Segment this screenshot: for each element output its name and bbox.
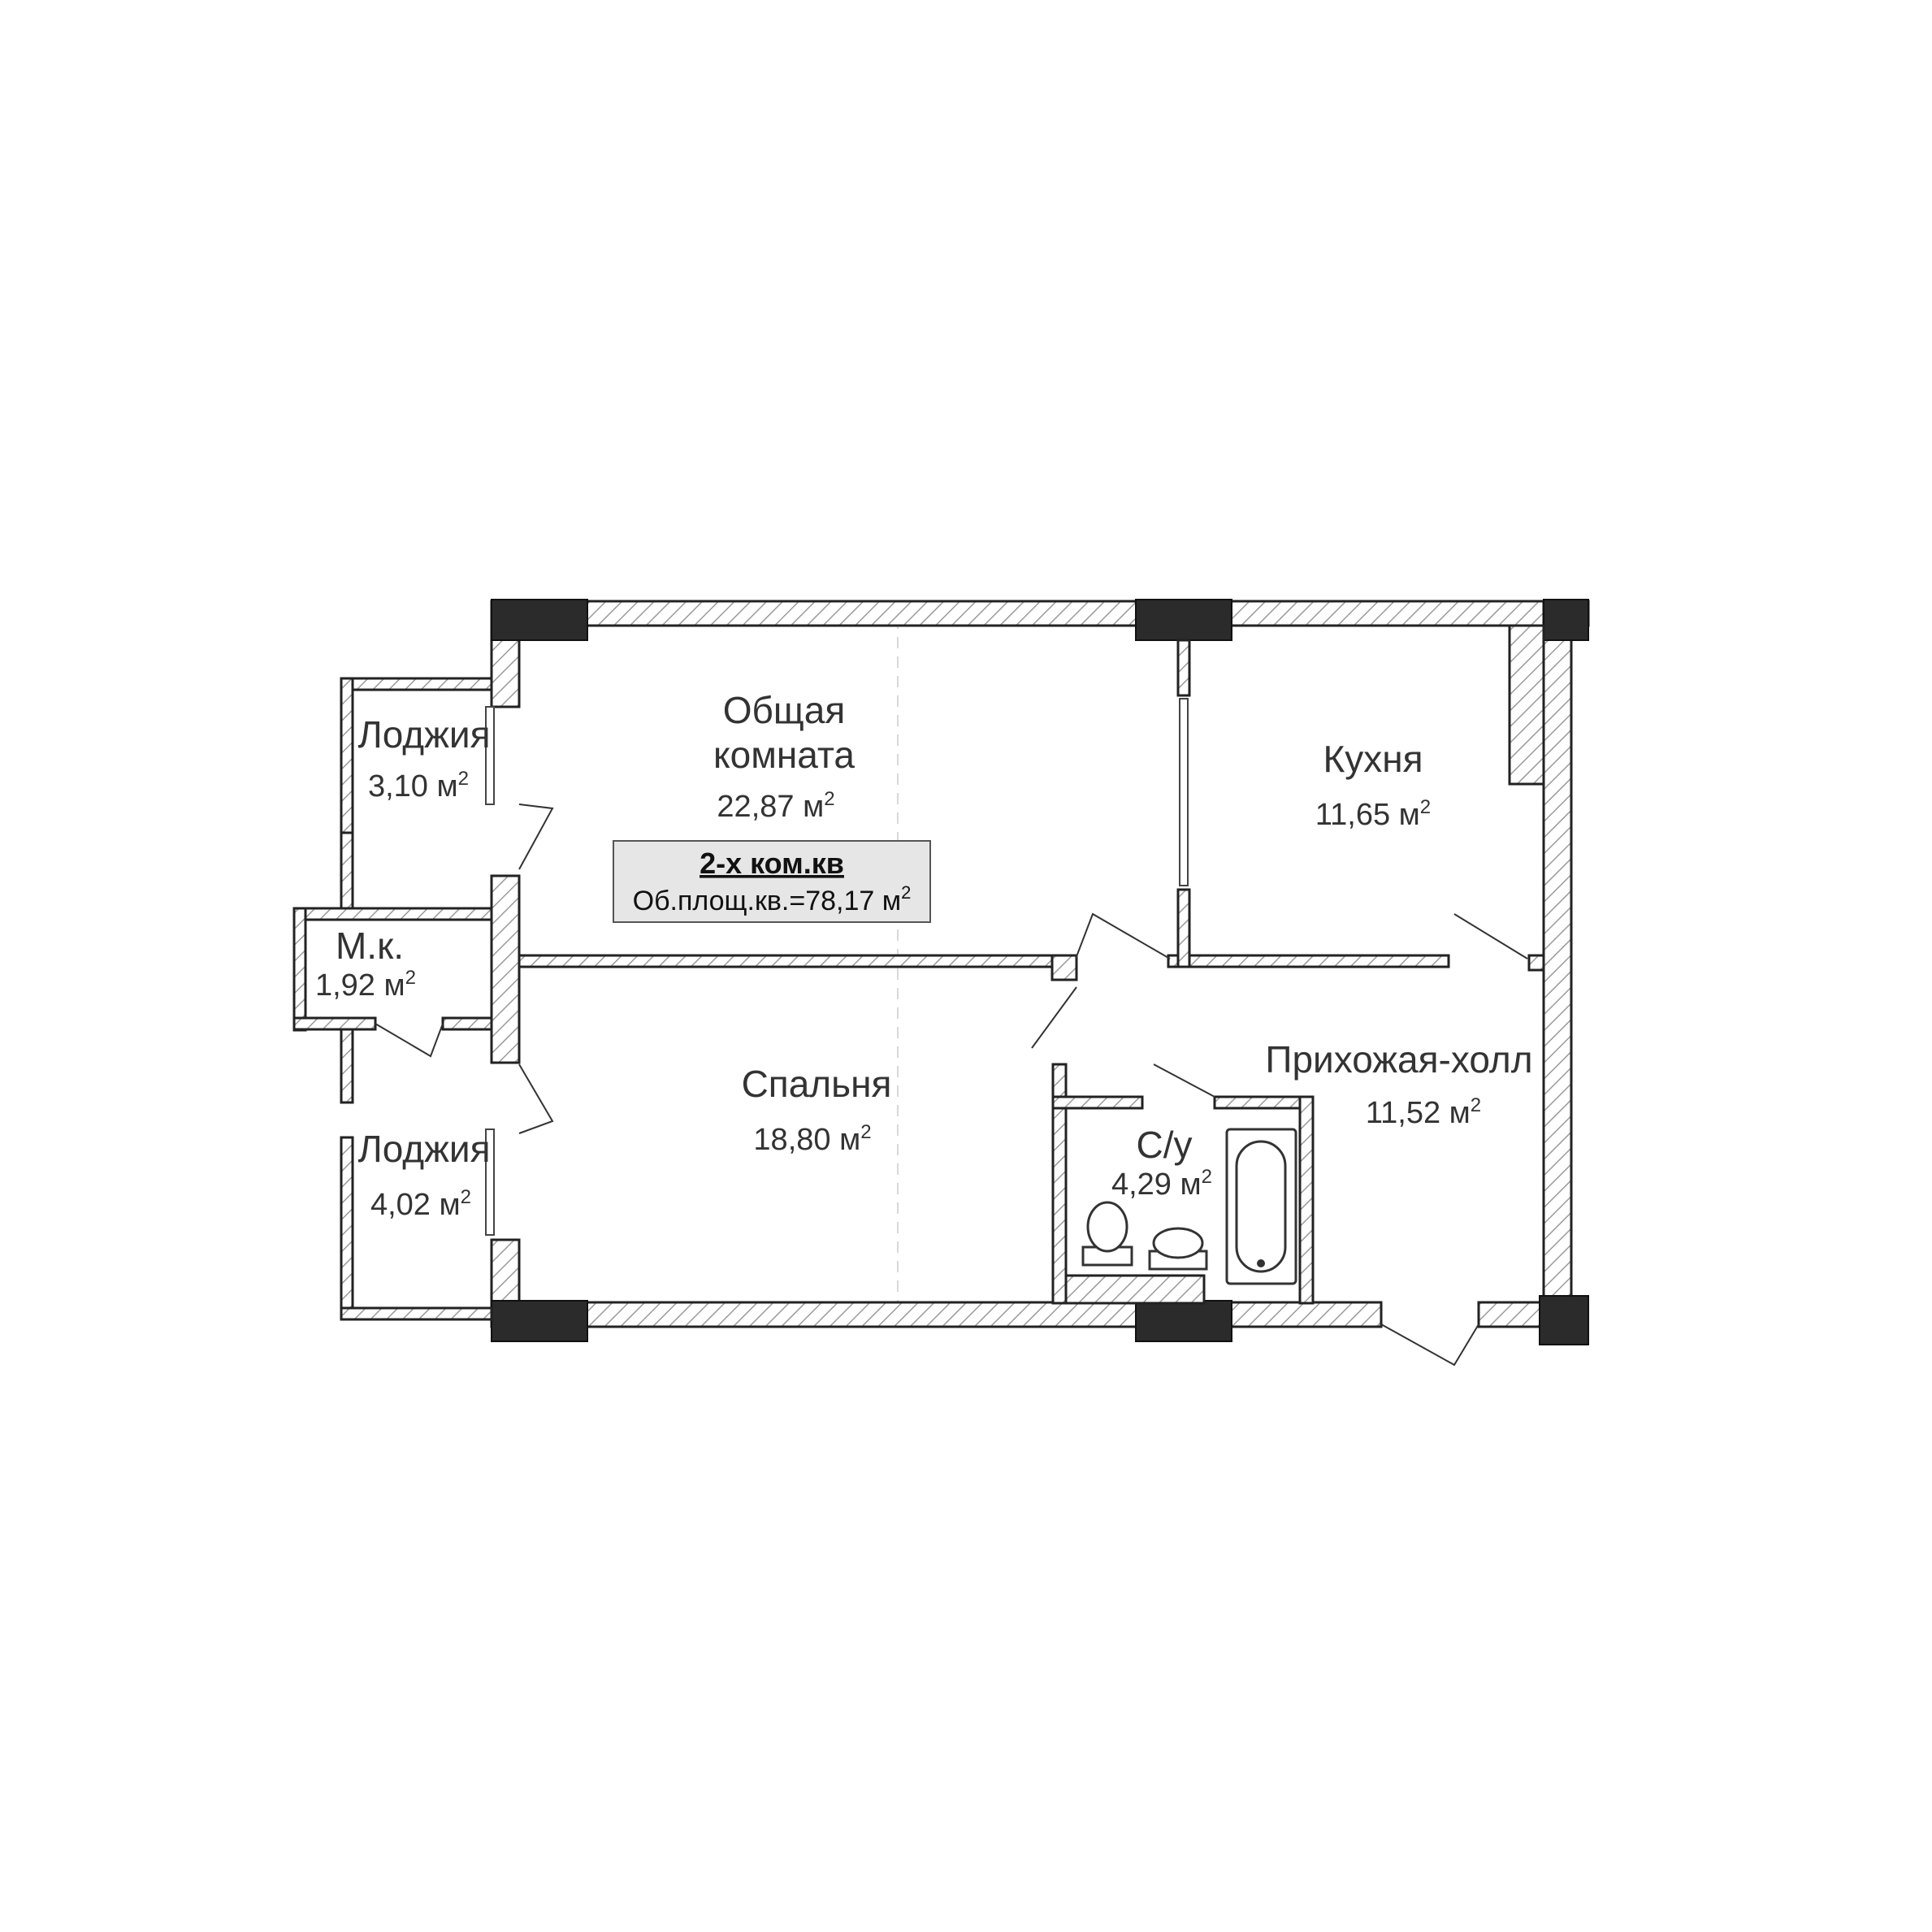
pillar (1543, 599, 1589, 641)
living-room-area: 22,87 м2 (717, 788, 834, 824)
storage-name: М.к. (336, 925, 404, 967)
doors (375, 804, 1528, 1367)
badge-box (613, 840, 931, 923)
bathtub-drain-icon (1257, 1259, 1265, 1267)
living-room-name-2: комната (713, 734, 855, 776)
pillar (491, 1300, 588, 1342)
pillar (1135, 599, 1232, 641)
loggia-walls (292, 677, 1189, 1321)
interior-walls (518, 624, 1545, 1305)
bathroom-area: 4,29 м2 (1111, 1166, 1212, 1202)
pillar (1539, 1295, 1589, 1345)
pillar (491, 599, 588, 641)
loggia-bottom-name: Лоджия (358, 1128, 491, 1170)
kitchen-name: Кухня (1323, 738, 1423, 780)
bathtub-inner (1235, 1140, 1287, 1273)
loggia-top-name: Лоджия (358, 713, 491, 756)
bedroom-name: Спальня (742, 1063, 892, 1105)
toilet-icon (1086, 1201, 1128, 1253)
pillars (491, 599, 1589, 1345)
room-labels: Общая комната 22,87 м2 Кухня 11,65 м2 Сп… (315, 689, 1533, 1222)
loggia-bottom-area: 4,02 м2 (370, 1186, 471, 1222)
loggia-top-area: 3,10 м2 (368, 768, 469, 804)
hall-name: Прихожая-холл (1265, 1038, 1532, 1081)
living-room-name: Общая (723, 689, 845, 731)
sink-icon (1152, 1227, 1204, 1259)
outer-walls (490, 600, 1590, 1328)
apartment-badge: 2-х ком.кв Об.площ.кв.=78,17 м2 (613, 840, 931, 923)
hall-area: 11,52 м2 (1366, 1094, 1481, 1130)
kitchen-area: 11,65 м2 (1315, 796, 1431, 832)
apartment-total-area: Об.площ.кв.=78,17 м2 (633, 882, 912, 916)
pillar (1135, 1300, 1232, 1342)
bedroom-area: 18,80 м2 (753, 1121, 871, 1157)
bathroom-fixtures (1081, 1128, 1297, 1285)
storage-area: 1,92 м2 (315, 967, 416, 1003)
apartment-type: 2-х ком.кв (700, 847, 844, 880)
bathroom-name: С/у (1137, 1124, 1193, 1166)
